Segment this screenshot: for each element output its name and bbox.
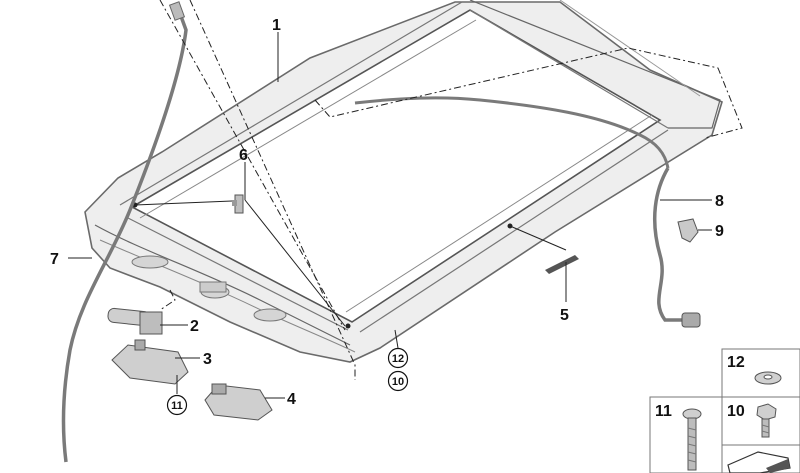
callout-8: 8 <box>715 193 724 210</box>
callout-7: 7 <box>50 251 59 268</box>
callout-1: 1 <box>272 17 281 34</box>
svg-text:10: 10 <box>392 376 404 388</box>
bracket-part-4 <box>204 383 273 421</box>
table-label-12: 12 <box>727 354 745 371</box>
bolt-icon <box>756 403 777 438</box>
drain-hose-rear <box>354 96 670 169</box>
circled-callout-12: 12 <box>387 347 409 369</box>
seal-strip-5 <box>545 255 579 274</box>
svg-text:12: 12 <box>392 353 404 365</box>
drain-hose-right <box>653 167 690 322</box>
circled-callout-11: 11 <box>166 394 188 416</box>
motor-part-2 <box>107 307 163 335</box>
circled-callout-10: 10 <box>387 370 409 392</box>
leader-lines <box>68 32 712 399</box>
parts-table: 12 11 10 <box>649 348 800 473</box>
screw-icon <box>682 408 702 471</box>
callout-6: 6 <box>239 147 248 164</box>
callout-3: 3 <box>203 351 212 368</box>
callout-4: 4 <box>287 391 296 408</box>
callout-9: 9 <box>715 223 724 240</box>
table-label-11: 11 <box>655 403 672 420</box>
clip-part-6 <box>232 194 244 214</box>
callout-2: 2 <box>190 318 199 335</box>
sunroof-frame <box>84 0 723 363</box>
table-label-10: 10 <box>727 403 745 420</box>
clip-part-9 <box>677 218 699 243</box>
strip-icon <box>727 451 791 473</box>
drain-hose-left <box>61 7 188 463</box>
callout-5: 5 <box>560 307 569 324</box>
washer-icon <box>754 371 782 385</box>
bracket-part-3 <box>111 339 189 385</box>
svg-text:11: 11 <box>171 400 183 412</box>
